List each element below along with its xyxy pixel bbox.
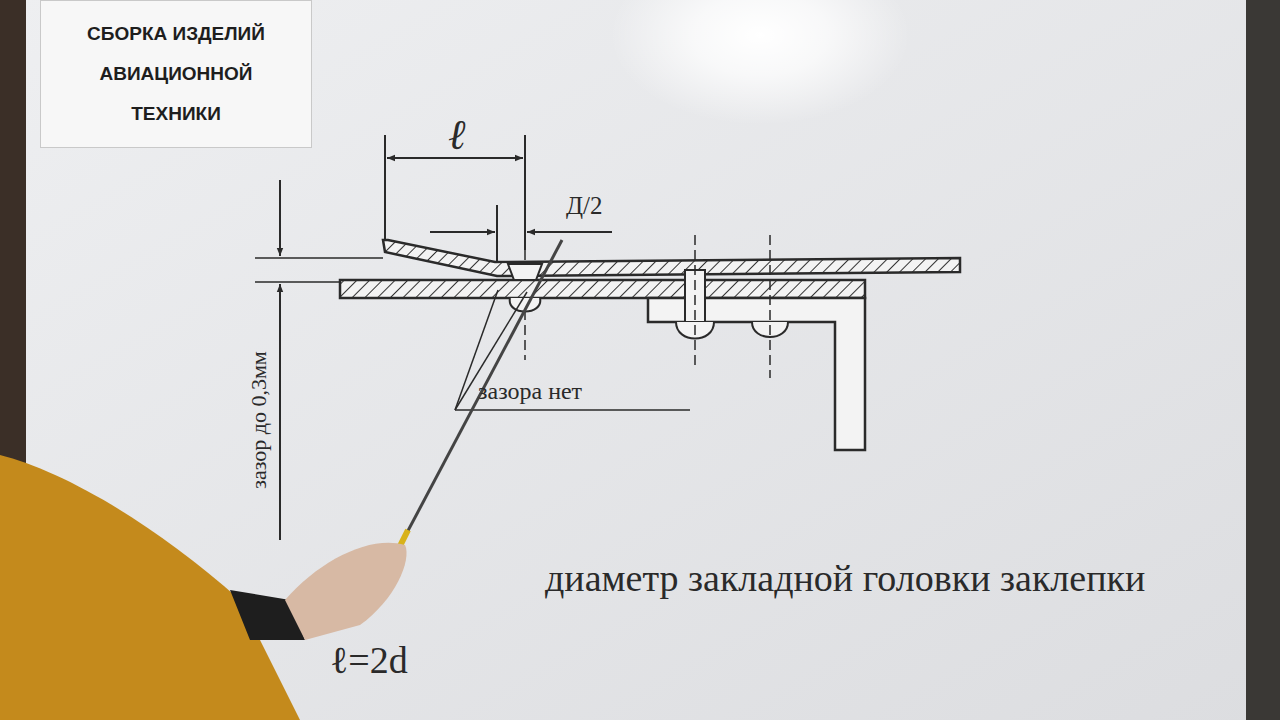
projector-glare bbox=[610, 0, 910, 125]
lecturer-hand bbox=[0, 240, 562, 720]
slide-title: СБОРКА ИЗДЕЛИЙ АВИАЦИОННОЙ ТЕХНИКИ bbox=[61, 14, 291, 134]
title-panel: СБОРКА ИЗДЕЛИЙ АВИАЦИОННОЙ ТЕХНИКИ bbox=[40, 0, 312, 148]
dimension-length: ℓ bbox=[448, 112, 466, 158]
wall-strip bbox=[1246, 0, 1280, 720]
formula-note: ℓ=2d bbox=[330, 640, 408, 682]
dimension-half-diameter: Д/2 bbox=[566, 192, 603, 220]
drawing bbox=[255, 135, 960, 540]
gap-note: зазора нет bbox=[478, 378, 582, 404]
gap-note: зазор до 0,3мм bbox=[247, 351, 271, 489]
formula-note: диаметр закладной головки заклепки bbox=[545, 558, 1145, 600]
